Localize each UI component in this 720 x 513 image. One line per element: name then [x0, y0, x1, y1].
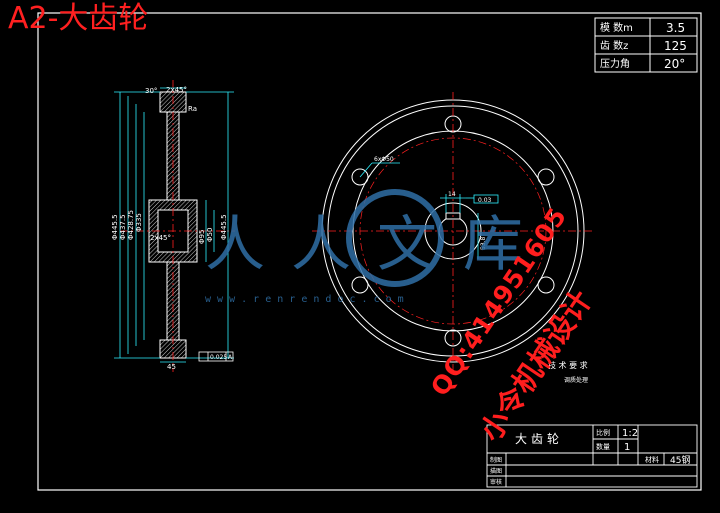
dim-web-diameter: Φ335: [135, 213, 143, 232]
dim-holes-note: 6xΦ50: [374, 156, 394, 163]
qty-value: 1: [624, 442, 630, 453]
dim-surface-roughness: Ra: [188, 105, 197, 113]
title-block-text: 大齿轮 比例 1:2 数量 1 材料 45钢 制图 描图 审核: [490, 428, 690, 486]
lightening-hole-4: [444, 329, 462, 347]
watermark-url: w w w . r e n r e n d o c . c o m: [205, 294, 404, 305]
gear-section-view: [120, 80, 235, 372]
dim-chamfer-hub: 2x45°: [150, 234, 171, 242]
tech-req-line1: 调质处理: [564, 376, 588, 384]
material-value: 45钢: [670, 454, 690, 466]
lightening-hole-3: [537, 276, 555, 294]
tracer-label: 描图: [490, 467, 502, 475]
dim-root-diameter: Φ428.75: [127, 210, 135, 240]
dim-keyway-width: 14: [448, 191, 456, 198]
dim-tip-diameter: Φ445.5: [111, 214, 119, 240]
section-dimension-lines: [114, 87, 234, 363]
lightening-hole-6: [351, 168, 369, 186]
drawing-border: [37, 12, 702, 491]
watermark-logo-ring: [346, 189, 444, 287]
part-name: 大齿轮: [515, 432, 563, 446]
scale-label: 比例: [596, 428, 610, 437]
dim-outer-diameter-right: Φ445.5: [220, 214, 228, 240]
technical-requirements: 技 术 要 求 调质处理: [548, 360, 588, 384]
front-view-dimension-text: 6xΦ50 14 0.03 53.8: [374, 156, 492, 250]
dim-face-width: 45: [167, 363, 176, 371]
title-block: [486, 424, 698, 488]
watermark-brand: 人人文库: [205, 210, 549, 280]
gear-front-view: [312, 92, 594, 370]
param-name-teeth: 齿 数z: [600, 39, 628, 52]
param-name-module: 模 数m: [600, 21, 633, 34]
watermark-logo: 人人文库 w w w . r e n r e n d o c . c o m: [205, 189, 549, 305]
dim-bore-diameter: Φ50: [206, 228, 214, 242]
sheet-title: A2-大齿轮: [8, 1, 149, 36]
dim-hub-diameter: Φ95: [198, 230, 206, 244]
dim-chamfer-top: 2x45°: [166, 86, 187, 94]
dim-angle: 30°: [145, 87, 157, 95]
param-value-pressure-angle: 20°: [664, 57, 685, 71]
gear-parameter-table: 模 数m 3.5 齿 数z 125 压力角 20°: [594, 17, 698, 73]
checker-label: 审核: [490, 478, 502, 486]
tech-req-heading: 技 术 要 求: [548, 360, 588, 370]
tolerance-value: 0.025: [210, 354, 227, 361]
drafter-label: 制图: [490, 456, 502, 464]
dim-keyway-tolerance: 0.03: [478, 197, 492, 204]
lightening-hole-5: [351, 276, 369, 294]
scale-value: 1:2: [622, 428, 638, 439]
lightening-hole-2: [537, 168, 555, 186]
qty-label: 数量: [596, 442, 610, 451]
front-view-annotations: [359, 162, 499, 259]
tolerance-datum: A: [228, 354, 233, 361]
param-value-teeth: 125: [664, 39, 687, 53]
section-dimension-text: Φ445.5 Φ437.5 Φ428.75 Φ335 Φ445.5 Φ95 Φ5…: [111, 86, 228, 371]
tolerance-frame: 0.025 A: [198, 351, 234, 362]
param-value-module: 3.5: [666, 21, 685, 35]
material-label: 材料: [645, 455, 659, 464]
dim-pitch-diameter: Φ437.5: [119, 214, 127, 240]
param-name-pressure-angle: 压力角: [600, 57, 630, 70]
dim-keyway-depth: 53.8: [480, 236, 487, 250]
